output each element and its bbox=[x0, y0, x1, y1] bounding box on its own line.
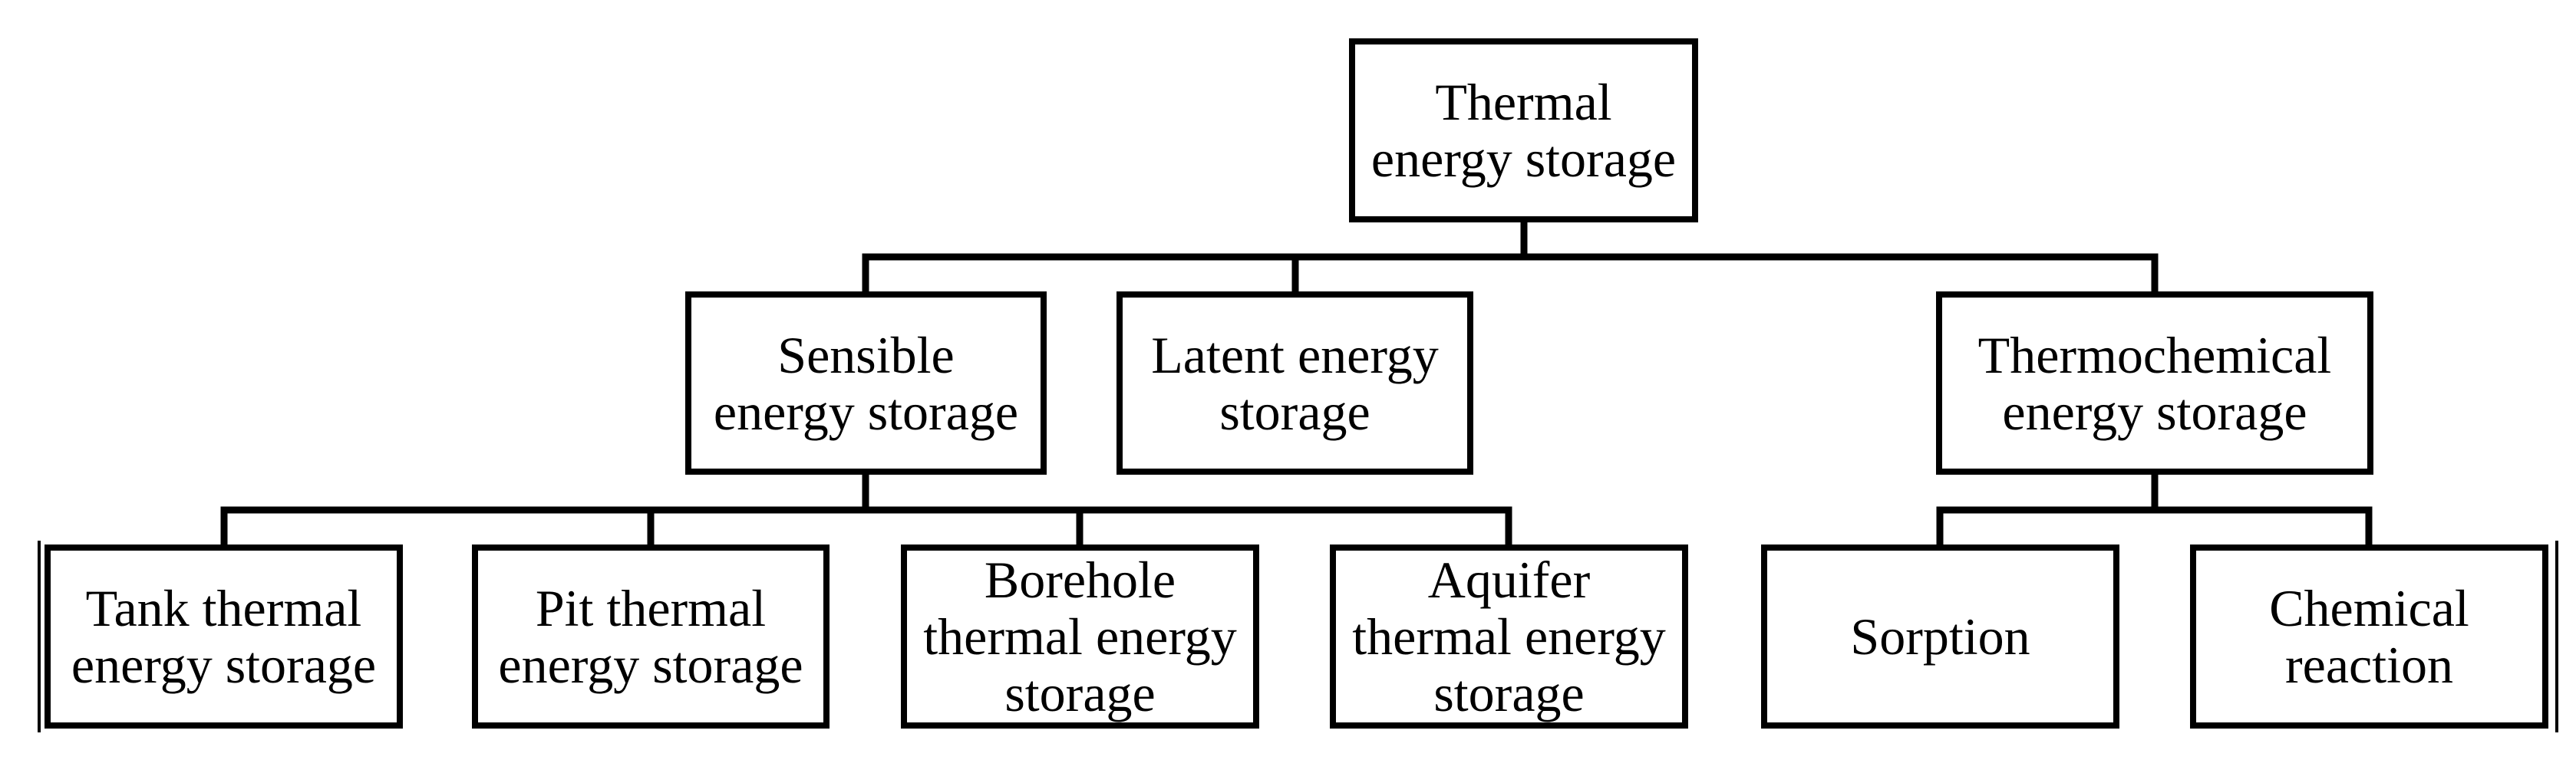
node-label: Thermal energy storage bbox=[1370, 73, 1677, 188]
node-sensible-energy-storage: Sensible energy storage bbox=[685, 291, 1047, 475]
node-tank-thermal-energy-storage: Tank thermal energy storage bbox=[45, 545, 403, 729]
left-border-line bbox=[38, 541, 41, 732]
node-label: Sorption bbox=[1850, 607, 2030, 666]
node-borehole-thermal-energy-storage: Borehole thermal energy storage bbox=[901, 545, 1259, 729]
node-label: Latent energy storage bbox=[1151, 325, 1439, 441]
node-label: Borehole thermal energy storage bbox=[923, 551, 1237, 722]
node-label: Thermochemical energy storage bbox=[1977, 325, 2332, 441]
node-thermochemical-energy-storage: Thermochemical energy storage bbox=[1936, 291, 2373, 475]
node-label: Tank thermal energy storage bbox=[71, 579, 377, 694]
node-label: Chemical reaction bbox=[2269, 579, 2469, 694]
node-latent-energy-storage: Latent energy storage bbox=[1116, 291, 1473, 475]
node-chemical-reaction: Chemical reaction bbox=[2190, 545, 2548, 729]
node-aquifer-thermal-energy-storage: Aquifer thermal energy storage bbox=[1330, 545, 1688, 729]
node-sorption: Sorption bbox=[1761, 545, 2119, 729]
right-border-line bbox=[2555, 541, 2558, 732]
node-label: Aquifer thermal energy storage bbox=[1352, 551, 1666, 722]
node-label: Pit thermal energy storage bbox=[498, 579, 803, 694]
node-thermal-energy-storage: Thermal energy storage bbox=[1349, 38, 1698, 222]
node-label: Sensible energy storage bbox=[713, 325, 1019, 441]
node-pit-thermal-energy-storage: Pit thermal energy storage bbox=[472, 545, 830, 729]
